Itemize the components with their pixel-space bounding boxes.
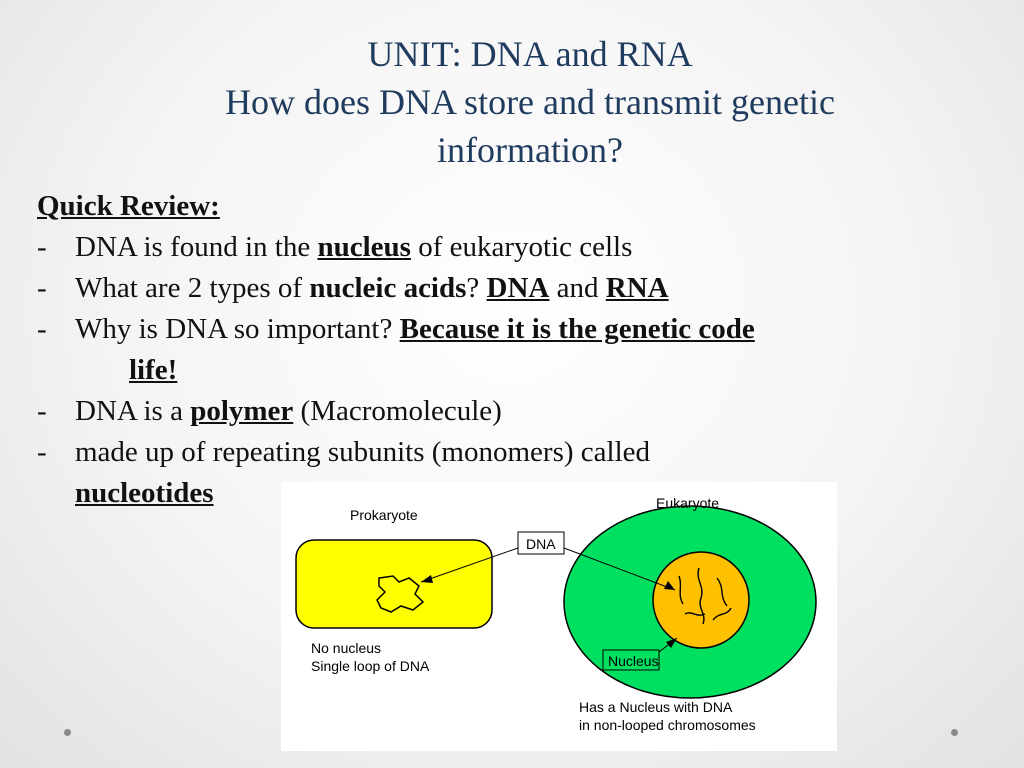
keyword-nucleus: nucleus <box>317 231 411 263</box>
title-line-2: How does DNA store and transmit genetic <box>225 82 835 122</box>
bullet-polymer: - DNA is a polymer (Macromolecule) <box>37 395 502 427</box>
prokaryote-caption-1: No nucleus <box>311 640 381 656</box>
title-line-3: information? <box>437 130 623 170</box>
dna-label: DNA <box>526 536 556 552</box>
bullet-nucleus: - DNA is found in the nucleus of eukaryo… <box>37 231 633 263</box>
bullet-nucleic-acids: - What are 2 types of nucleic acids? DNA… <box>37 272 669 304</box>
slide-dot-right <box>951 729 958 736</box>
eukaryote-caption-1: Has a Nucleus with DNA <box>579 699 733 715</box>
keyword-nucleic-acids: nucleic acids <box>309 272 467 304</box>
prokaryote-cell <box>295 539 493 629</box>
prokaryote-label: Prokaryote <box>350 507 418 523</box>
dna-label-box <box>517 531 565 555</box>
bullet-nucleotides-continued: nucleotides <box>37 473 997 514</box>
keyword-rna: RNA <box>605 272 669 304</box>
chromosome-strands <box>678 567 732 625</box>
keyword-genetic-code: Because it is the genetic code <box>399 313 755 345</box>
quick-review-heading: Quick Review: <box>37 190 220 222</box>
prokaryote-dna-loop <box>376 575 425 613</box>
bullet-nucleotides: - made up of repeating subunits (monomer… <box>37 436 651 468</box>
keyword-nucleotides: nucleotides <box>75 477 214 509</box>
dna-arrow-prokaryote <box>420 547 519 583</box>
slide-title: UNIT: DNA and RNA How does DNA store and… <box>150 30 910 174</box>
bullet-importance-continued: life! <box>129 354 178 386</box>
keyword-dna: DNA <box>486 272 550 304</box>
slide-dot-left <box>64 729 71 736</box>
review-content: Quick Review: - DNA is found in the nucl… <box>37 186 997 514</box>
eukaryote-caption-2: in non-looped chromosomes <box>579 717 756 733</box>
keyword-polymer: polymer <box>190 395 294 427</box>
bullet-importance: - Why is DNA so important? Because it is… <box>37 313 755 345</box>
prokaryote-caption-2: Single loop of DNA <box>311 658 430 674</box>
eukaryote-label: Eukaryote <box>656 495 719 511</box>
nucleus-label-box <box>602 649 660 671</box>
dna-arrow-eukaryote <box>563 547 676 591</box>
title-line-1: UNIT: DNA and RNA <box>367 34 693 74</box>
cell-diagram: Prokaryote No nucleus Single loop of DNA… <box>281 482 837 751</box>
nucleus-label: Nucleus <box>608 653 659 669</box>
